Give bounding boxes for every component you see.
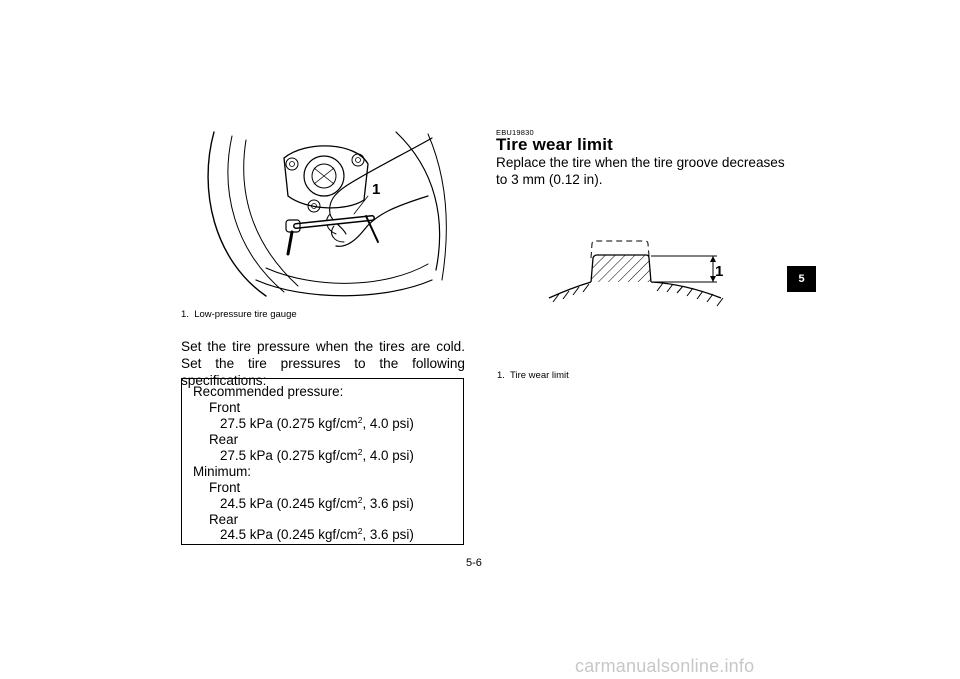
intro-paragraph: Set the tire pressure when the tires are… — [181, 339, 465, 388]
document-code: EBU19830 — [496, 128, 534, 137]
min-front-label: Front — [209, 480, 241, 495]
figure2-callout: 1 — [715, 263, 723, 280]
page-number: 5-6 — [466, 557, 482, 569]
rec-rear-value: 27.5 kPa (0.275 kgf/cm2, 4.0 psi) — [220, 447, 414, 463]
min-front-value: 24.5 kPa (0.245 kgf/cm2, 3.6 psi) — [220, 495, 414, 511]
tread-wear-diagram: 1 — [545, 236, 731, 312]
pressure-spec-box: Recommended pressure: Front 27.5 kPa (0.… — [181, 378, 464, 545]
min-rear-label: Rear — [209, 512, 239, 527]
tire-gauge-illustration: 1 — [196, 130, 454, 298]
tread-profile-drawing: 1 — [548, 240, 724, 307]
chapter-tab[interactable]: 5 — [787, 266, 816, 292]
wear-limit-text: Replace the tire when the tire groove de… — [496, 155, 785, 187]
section-title: Tire wear limit — [496, 135, 614, 154]
figure2-caption: 1. Tire wear limit — [497, 370, 569, 381]
rec-front-value: 27.5 kPa (0.275 kgf/cm2, 4.0 psi) — [220, 415, 414, 431]
min-rear-value: 24.5 kPa (0.245 kgf/cm2, 3.6 psi) — [220, 526, 414, 542]
minimum-label: Minimum: — [193, 464, 252, 479]
figure1-caption: 1. Low-pressure tire gauge — [181, 309, 297, 320]
tire-gauge-drawing: 1 — [207, 131, 447, 297]
recommended-label: Recommended pressure: — [193, 384, 344, 399]
site-watermark: carmanualsonline.info — [575, 656, 755, 676]
rec-front-label: Front — [209, 400, 241, 415]
figure1-callout: 1 — [372, 181, 380, 198]
rec-rear-label: Rear — [209, 432, 239, 447]
